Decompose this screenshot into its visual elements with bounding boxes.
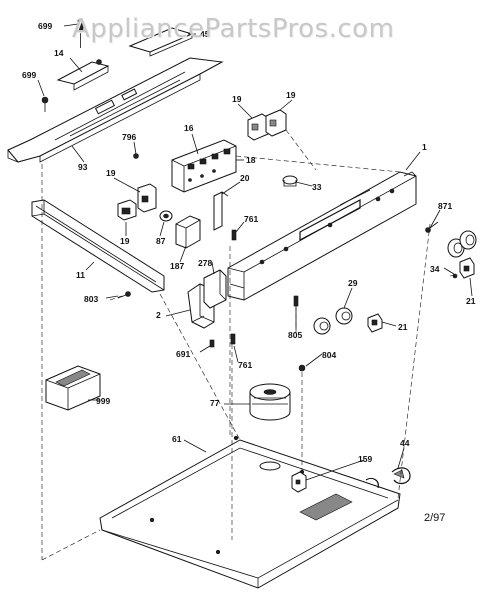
part-1-control-panel	[227, 171, 417, 301]
label-87: 87	[156, 236, 166, 246]
date-stamp: 2/97	[424, 512, 446, 524]
label-93: 93	[78, 162, 88, 172]
screw-796	[133, 153, 139, 159]
label-19-a: 19	[232, 94, 242, 104]
screw-805	[293, 295, 299, 307]
label-16: 16	[184, 123, 194, 133]
part-20-bracket	[213, 191, 229, 231]
leader-lines	[37, 23, 473, 481]
label-761-upper: 761	[244, 214, 258, 224]
part-19-switch-left	[117, 183, 157, 221]
label-20: 20	[240, 173, 250, 183]
part-77-transformer	[249, 383, 291, 421]
part-14-bracket	[56, 59, 110, 91]
watermark: AppliancePartsPros.com	[72, 14, 395, 44]
part-44-cord-grommet	[365, 477, 379, 489]
label-804: 804	[322, 350, 336, 360]
screw-699-top	[77, 19, 84, 48]
part-871-screw	[425, 221, 439, 233]
label-34: 34	[430, 264, 440, 274]
label-18: 18	[246, 155, 256, 165]
label-159: 159	[358, 454, 372, 464]
label-871: 871	[438, 201, 452, 211]
label-761-lower: 761	[238, 360, 252, 370]
label-699-left: 699	[22, 70, 36, 80]
label-278: 278	[198, 258, 212, 268]
part-61-base-pan	[99, 435, 401, 589]
label-796: 796	[122, 132, 136, 142]
part-87-bushing	[159, 210, 173, 222]
label-805: 805	[288, 330, 302, 340]
part-21-knob-clip	[367, 313, 383, 333]
label-77: 77	[210, 398, 220, 408]
label-21-mid: 21	[398, 322, 408, 332]
part-33-clip	[282, 175, 298, 187]
label-33: 33	[312, 182, 322, 192]
part-19-switch-pair	[247, 109, 287, 141]
part-11-front-rail	[31, 199, 165, 293]
label-61: 61	[172, 434, 182, 444]
label-699-top: 699	[38, 21, 52, 31]
part-29-knob-pair	[313, 307, 353, 335]
screw-761-upper	[231, 229, 237, 241]
label-29: 29	[348, 278, 358, 288]
part-278-bracket	[203, 269, 227, 309]
label-19-d: 19	[120, 236, 130, 246]
label-2: 2	[156, 310, 161, 320]
part-187-switch-box	[175, 215, 201, 249]
label-999: 999	[96, 396, 110, 406]
screw-804	[298, 364, 306, 372]
label-187: 187	[170, 261, 184, 271]
part-21-knob-set	[447, 230, 477, 279]
label-691: 691	[176, 349, 190, 359]
screw-699-left	[41, 96, 49, 112]
part-44-clip	[391, 467, 411, 485]
label-21-right: 21	[466, 296, 476, 306]
label-19-c: 19	[106, 168, 116, 178]
screw-691	[209, 339, 215, 348]
screw-803	[117, 291, 131, 299]
part-93-top-panel	[7, 57, 224, 163]
label-11: 11	[76, 270, 85, 280]
part-labels: 699 14 45 699 93 796 16 18 19 19 1 33 20…	[22, 21, 476, 464]
part-16-control-board	[171, 139, 237, 193]
assembly-guide-lines	[41, 129, 459, 561]
label-45: 45	[200, 29, 210, 39]
screw-761-lower	[230, 333, 236, 345]
label-44: 44	[400, 438, 410, 448]
label-19-b: 19	[286, 90, 296, 100]
label-1: 1	[422, 142, 427, 152]
part-159-terminal-block	[291, 471, 307, 493]
label-14: 14	[54, 48, 64, 58]
label-803: 803	[84, 294, 98, 304]
part-999-box	[45, 365, 101, 411]
